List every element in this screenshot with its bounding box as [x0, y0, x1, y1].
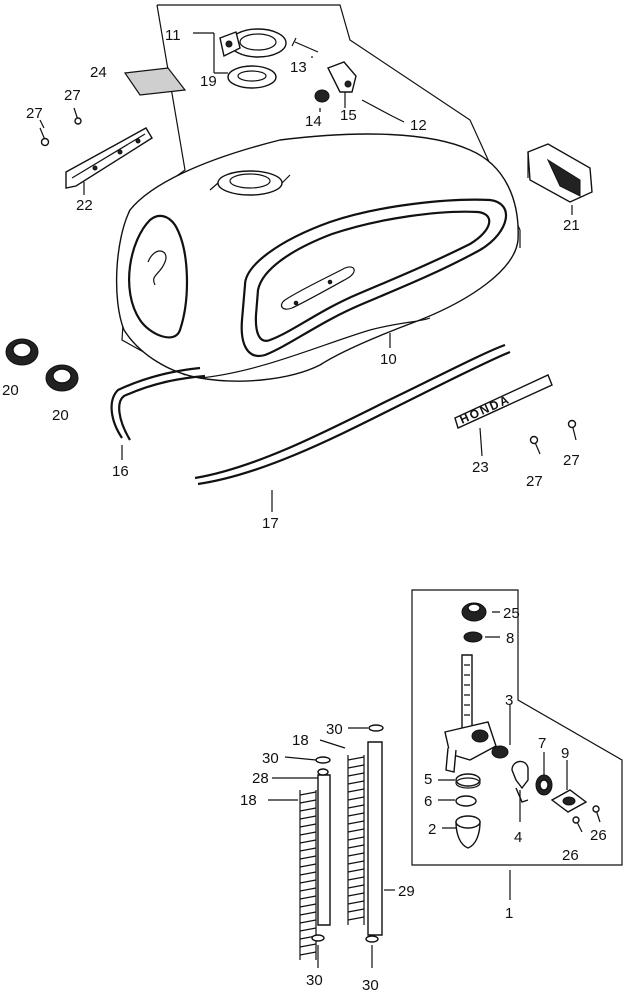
label-11: 11	[165, 27, 181, 44]
screw-27-right-a	[529, 435, 541, 455]
cap-nut-25	[461, 602, 487, 622]
label-10: 10	[380, 351, 397, 368]
label-30b: 30	[262, 750, 279, 767]
side-bracket-22	[65, 127, 153, 189]
label-2: 2	[428, 821, 436, 838]
label-21: 21	[563, 217, 580, 234]
rod-29	[367, 741, 383, 936]
spring-18-right	[347, 755, 365, 925]
label-25: 25	[503, 605, 520, 622]
label-22: 22	[76, 197, 93, 214]
cushion-20a	[5, 338, 39, 366]
rod-28	[317, 774, 331, 926]
label-19: 19	[200, 73, 217, 90]
label-8: 8	[506, 630, 514, 647]
emblem-text: HONDA	[458, 392, 513, 427]
label-18b: 18	[240, 792, 257, 809]
fuel-valve	[444, 654, 497, 773]
label-14: 14	[305, 113, 322, 130]
label-29: 29	[398, 883, 415, 900]
label-27b: 27	[64, 87, 81, 104]
rear-mount-21	[527, 143, 593, 203]
leader-lines	[39, 56, 573, 968]
bolt-13	[294, 41, 319, 53]
cap-hinge-15	[327, 61, 357, 93]
spring-5	[455, 773, 481, 789]
label-27d: 27	[563, 452, 580, 469]
label-30a: 30	[326, 721, 343, 738]
label-3: 3	[505, 692, 513, 709]
nut-3	[491, 745, 509, 759]
label-17: 17	[262, 515, 279, 532]
label-20a: 20	[2, 382, 19, 399]
valve-group-boundary	[411, 589, 623, 866]
washer-8	[463, 631, 483, 643]
lever-4	[511, 760, 529, 803]
label-16: 16	[112, 463, 129, 480]
label-26b: 26	[562, 847, 579, 864]
label-12: 12	[410, 117, 427, 134]
fuel-cup-2	[455, 815, 481, 849]
tank-trim-16	[110, 366, 206, 441]
label-15: 15	[340, 107, 357, 124]
rubber-pad	[123, 67, 187, 96]
label-30d: 30	[362, 977, 379, 994]
label-28: 28	[252, 770, 269, 787]
label-23: 23	[472, 459, 489, 476]
label-30c: 30	[306, 972, 323, 989]
label-27c: 27	[526, 473, 543, 490]
label-27a: 27	[26, 105, 43, 122]
label-20b: 20	[52, 407, 69, 424]
label-9: 9	[561, 745, 569, 762]
label-1: 1	[505, 905, 513, 922]
part-labels: 11 19 24 13 14 15 12 27 27 22 21 10 20 2…	[2, 27, 607, 994]
tank-trim-17	[194, 343, 511, 486]
nut-14	[314, 89, 330, 103]
screw-27-right-b	[567, 419, 577, 441]
screw-26b	[592, 805, 601, 823]
screw-27-upper-b	[73, 107, 82, 125]
label-26a: 26	[590, 827, 607, 844]
label-13: 13	[290, 59, 307, 76]
spring-18-left	[299, 790, 317, 960]
label-18a: 18	[292, 732, 309, 749]
cap-gasket	[227, 65, 277, 89]
plate-9	[550, 789, 588, 813]
emblem-23: HONDA	[454, 374, 553, 429]
screw-27-upper-a	[39, 127, 50, 147]
gasket-7	[535, 774, 553, 796]
label-24: 24	[90, 64, 107, 81]
fuel-tank	[115, 133, 519, 382]
label-4: 4	[514, 829, 522, 846]
screw-26a	[572, 816, 583, 833]
pin-12	[361, 99, 405, 123]
clips-30	[311, 724, 384, 943]
label-7: 7	[538, 735, 546, 752]
label-5: 5	[424, 771, 432, 788]
cushion-20b	[45, 364, 79, 392]
label-6: 6	[424, 793, 432, 810]
filler-cap	[219, 28, 287, 58]
oring-6	[455, 795, 477, 807]
